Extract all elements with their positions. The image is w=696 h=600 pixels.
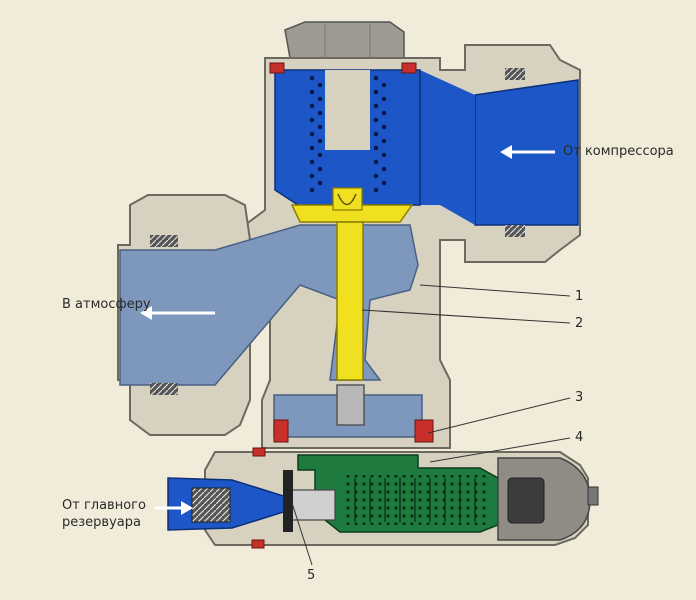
label-from-compressor: От компрессора — [563, 144, 674, 159]
seal-rings — [251, 62, 434, 549]
leader-lines — [291, 284, 571, 566]
label-from-reservoir-1: От главного — [62, 498, 146, 513]
arrow-right-icon — [155, 501, 193, 515]
callout-2: 2 — [575, 316, 584, 331]
callout-4: 4 — [575, 430, 584, 445]
label-to-atmosphere: В атмосферу — [62, 297, 151, 312]
top-nut — [284, 21, 405, 59]
end-cap — [497, 457, 599, 541]
callout-5: 5 — [307, 568, 316, 583]
valve-stem — [290, 187, 414, 426]
callout-3: 3 — [575, 390, 584, 405]
callout-1: 1 — [575, 289, 584, 304]
arrow-left-icon — [140, 306, 215, 320]
arrow-left-icon — [500, 145, 555, 159]
lower-piston — [297, 454, 499, 533]
upper-pressure-chamber — [274, 69, 421, 206]
reservoir-inlet — [167, 470, 336, 532]
label-from-reservoir-2: резервуара — [62, 515, 141, 530]
upper-spring — [309, 75, 387, 193]
